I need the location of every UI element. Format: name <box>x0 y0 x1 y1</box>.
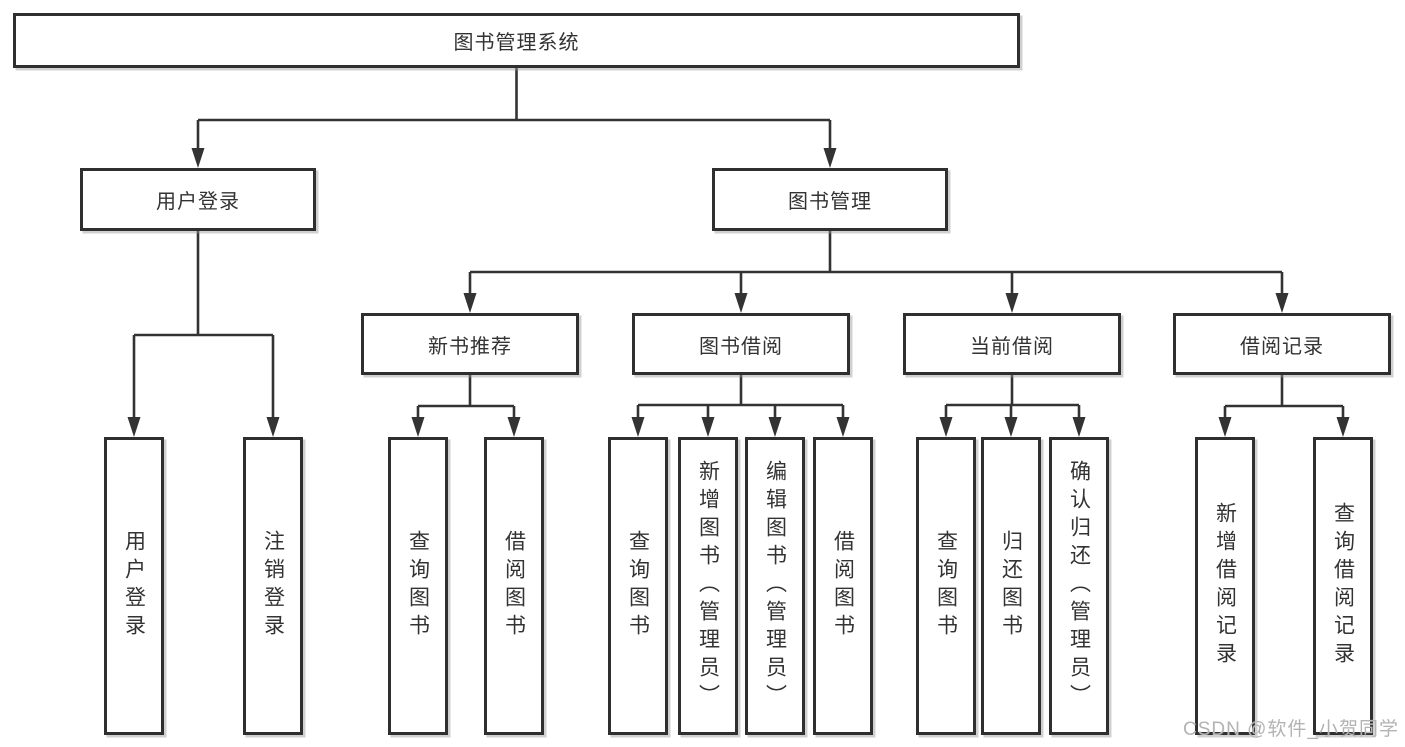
connector-book-borrow-children <box>631 375 850 437</box>
node-label: 借阅记录 <box>1240 335 1324 358</box>
node-label: 借阅图书 <box>831 530 855 642</box>
node-borrowing-records: 借阅记录 <box>1173 313 1391 375</box>
arrowhead <box>1218 417 1232 437</box>
arrowhead <box>507 417 521 437</box>
node-user-login: 用户登录 <box>80 168 316 231</box>
leaf-query-borrow-record: 查询借阅记录 <box>1313 437 1373 735</box>
node-label: 确认归还（管理员） <box>1067 460 1091 712</box>
arrowhead <box>463 293 477 313</box>
leaf-borrow-books-1: 借阅图书 <box>484 437 544 735</box>
node-label: 图书借阅 <box>699 335 783 358</box>
arrowhead <box>411 417 425 437</box>
arrowhead <box>631 417 645 437</box>
node-label: 查询图书 <box>626 530 650 642</box>
leaf-return-books: 归还图书 <box>981 437 1041 735</box>
leaf-user-login: 用户登录 <box>104 437 164 735</box>
leaf-query-books-1: 查询图书 <box>388 437 448 735</box>
leaf-add-borrow-record: 新增借阅记录 <box>1195 437 1255 735</box>
node-label: 新书推荐 <box>428 335 512 358</box>
leaf-borrow-books-2: 借阅图书 <box>813 437 873 735</box>
arrowhead <box>266 417 280 437</box>
connector-book-mgmt-children <box>463 231 1289 313</box>
node-label: 查询借阅记录 <box>1331 502 1355 670</box>
arrowhead <box>191 148 205 168</box>
connector-new-book-rec-children <box>411 375 521 437</box>
connector-borrow-record-children <box>1218 375 1350 437</box>
node-label: 图书管理系统 <box>453 32 580 54</box>
leaf-confirm-return-admin: 确认归还（管理员） <box>1049 437 1109 735</box>
arrowhead <box>701 417 715 437</box>
leaf-query-books-2: 查询图书 <box>608 437 668 735</box>
node-label: 用户登录 <box>156 191 240 213</box>
arrowhead <box>1072 417 1086 437</box>
node-label: 查询图书 <box>406 530 430 642</box>
arrowhead <box>823 148 837 168</box>
leaf-logout: 注销登录 <box>243 437 303 735</box>
leaf-edit-books-admin: 编辑图书（管理员） <box>745 437 805 735</box>
node-book-borrowing: 图书借阅 <box>632 313 850 375</box>
node-current-borrowing: 当前借阅 <box>903 313 1121 375</box>
node-label: 编辑图书（管理员） <box>763 460 787 712</box>
arrowhead <box>1004 417 1018 437</box>
node-label: 图书管理 <box>788 191 872 213</box>
leaf-add-books-admin: 新增图书（管理员） <box>678 437 738 735</box>
node-book-management: 图书管理 <box>712 168 948 231</box>
arrowhead <box>127 417 141 437</box>
node-label: 当前借阅 <box>970 335 1054 358</box>
arrowhead <box>1005 293 1019 313</box>
node-label: 新增借阅记录 <box>1213 502 1237 670</box>
arrowhead <box>939 417 953 437</box>
connector-root-to-level2 <box>191 68 837 168</box>
node-root-library-system: 图书管理系统 <box>13 13 1020 68</box>
arrowhead <box>836 417 850 437</box>
csdn-watermark: CSDN @软件_小贺同学 <box>1183 719 1399 740</box>
node-label: 注销登录 <box>261 530 285 642</box>
leaf-query-books-3: 查询图书 <box>916 437 976 735</box>
node-label: 新增图书（管理员） <box>696 460 720 712</box>
connector-user-login-children <box>127 231 280 437</box>
arrowhead <box>768 417 782 437</box>
node-label: 借阅图书 <box>502 530 526 642</box>
node-label: 查询图书 <box>934 530 958 642</box>
node-label: 归还图书 <box>999 530 1023 642</box>
arrowhead <box>1336 417 1350 437</box>
node-new-book-recommendation: 新书推荐 <box>361 313 579 375</box>
arrowhead <box>1275 293 1289 313</box>
node-label: 用户登录 <box>122 530 146 642</box>
connector-current-borrow-children <box>939 375 1086 437</box>
arrowhead <box>734 293 748 313</box>
